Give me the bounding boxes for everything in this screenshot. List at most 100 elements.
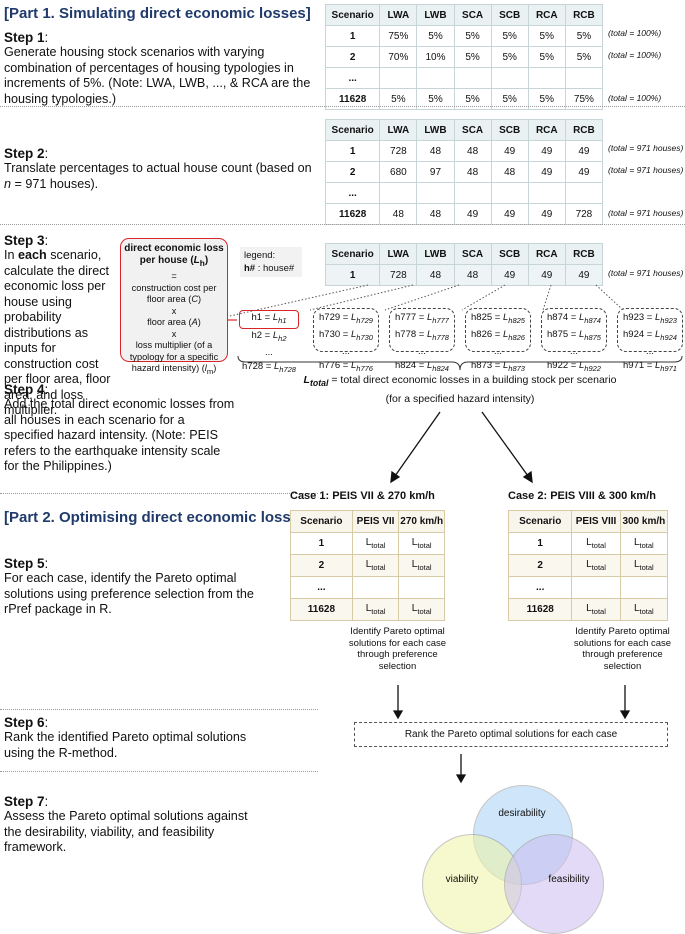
table-cell: Ltotal: [619, 532, 669, 555]
lt-symbol: L: [633, 537, 640, 548]
step3-title: Step 3: [4, 233, 45, 248]
loss-symbol: L: [273, 360, 280, 372]
table-cell: Ltotal: [619, 554, 669, 577]
step3-each: each: [18, 248, 47, 262]
house-id: h874 =: [547, 312, 579, 323]
table-cell: ...: [290, 576, 353, 599]
column-header: RCA: [527, 243, 566, 265]
step2-title: Step 2: [4, 146, 45, 161]
step3-in: In: [4, 248, 19, 262]
loss-symbol: L: [578, 312, 585, 323]
step2-text-post: = 971 houses).: [11, 176, 99, 191]
loss-subscript: h730: [356, 332, 373, 342]
table-row: ...: [290, 576, 445, 599]
table-row: ...: [324, 182, 604, 204]
house-loss-line: h778 = Lh778: [390, 328, 454, 345]
step5-text: For each case, identify the Pareto optim…: [4, 571, 254, 616]
house-loss-line: h874 = Lh874: [542, 311, 606, 328]
column-header: SCA: [453, 4, 492, 26]
step7: Step 7: Assess the Pareto optimal soluti…: [4, 794, 266, 856]
column-header: SCB: [490, 243, 529, 265]
loss-subscript: h729: [356, 315, 373, 325]
loss-box-title-end: ): [204, 255, 209, 266]
house-loss-line: h826 = Lh826: [466, 328, 530, 345]
divider: [0, 224, 685, 225]
loss-subscript: h873: [508, 363, 525, 373]
table-cell: Ltotal: [351, 532, 400, 555]
loss-subscript: h826: [508, 332, 525, 342]
lt-subscript: total: [417, 607, 432, 616]
loss-box-line1: construction cost per floor area (C): [124, 283, 224, 306]
case1-title: Case 1: PEIS VII & 270 km/h: [290, 490, 435, 502]
column-header: SCB: [490, 119, 529, 141]
house-loss-line: ...: [418, 345, 426, 357]
table-cell: 49: [490, 264, 529, 286]
house-id: h1 =: [251, 312, 273, 323]
step2-n: n: [4, 176, 12, 191]
loss-box-times: x: [171, 305, 177, 316]
table-cell: 1: [507, 532, 573, 555]
step1: Step 1: Generate housing stock scenarios…: [4, 30, 316, 107]
lt-symbol: L: [365, 537, 372, 548]
loss-box-equals: =: [171, 271, 177, 281]
loss-subscript: h924: [660, 332, 677, 342]
step4-text: Add the total direct economic losses fro…: [4, 397, 235, 473]
part1-title: [Part 1. Simulating direct economic loss…: [4, 5, 311, 22]
house-loss-line: h729 = Lh729: [314, 311, 378, 328]
loss-subscript: h922: [584, 363, 601, 373]
table-cell: Ltotal: [398, 554, 445, 577]
step3-text: In each scenario, calculate the direct e…: [4, 248, 119, 419]
table-cell: [619, 576, 669, 599]
table-cell: 11628: [290, 598, 353, 621]
loss-symbol: L: [578, 328, 585, 340]
lt-subscript: total: [639, 541, 654, 550]
house-id: h923 =: [623, 312, 655, 323]
loss-box-close: ): [198, 294, 202, 304]
divider: [0, 709, 318, 710]
step7-colon: :: [44, 794, 49, 809]
house-loss-line: h971 = Lh971: [618, 359, 682, 376]
loss-subscript: h923: [660, 315, 677, 325]
lt-subscript: total: [591, 607, 606, 616]
loss-symbol: L: [654, 328, 661, 340]
house-id: h924 =: [623, 328, 655, 340]
house-id: h873 =: [471, 359, 503, 371]
lt-symbol: L: [586, 603, 592, 614]
loss-per-house-box: direct economic loss per house (Lh) = co…: [120, 238, 228, 376]
loss-box-title-sym: L: [193, 255, 200, 266]
table-cell: Ltotal: [398, 598, 445, 621]
house-loss-line: h824 = Lh824: [390, 359, 454, 376]
table-cell: 1: [290, 532, 353, 555]
row-total: (total = 100%): [608, 28, 662, 38]
table-cell: [571, 576, 621, 599]
row-total: (total = 971 houses): [608, 207, 684, 218]
table-cell: 5%: [416, 88, 455, 110]
house-id: h730 =: [319, 328, 351, 340]
step7-title: Step 7: [4, 794, 45, 809]
venn-desirability-label: desirability: [498, 808, 546, 819]
loss-box-sym-c: C: [191, 294, 198, 304]
loss-box-line2-text: floor area (: [147, 317, 192, 327]
step5-colon: :: [44, 556, 49, 571]
loss-symbol: L: [272, 329, 279, 341]
loss-subscript: h874: [584, 315, 601, 325]
case2-title: Case 2: PEIS VIII & 300 km/h: [508, 490, 656, 502]
loss-symbol: L: [272, 312, 279, 323]
ltotal-sub: total: [309, 378, 329, 389]
table-cell: Ltotal: [398, 532, 445, 555]
step4: Step 4: Add the total direct economic lo…: [4, 382, 236, 475]
table-cell: 1: [324, 264, 381, 286]
column-header: RCB: [564, 243, 604, 265]
divider: [0, 106, 685, 107]
loss-subscript: h824: [432, 363, 449, 373]
loss-symbol: L: [350, 359, 357, 371]
venn-viability-label: viability: [445, 874, 479, 885]
table-row: ...: [507, 576, 669, 599]
table-cell: 11628: [507, 598, 573, 621]
